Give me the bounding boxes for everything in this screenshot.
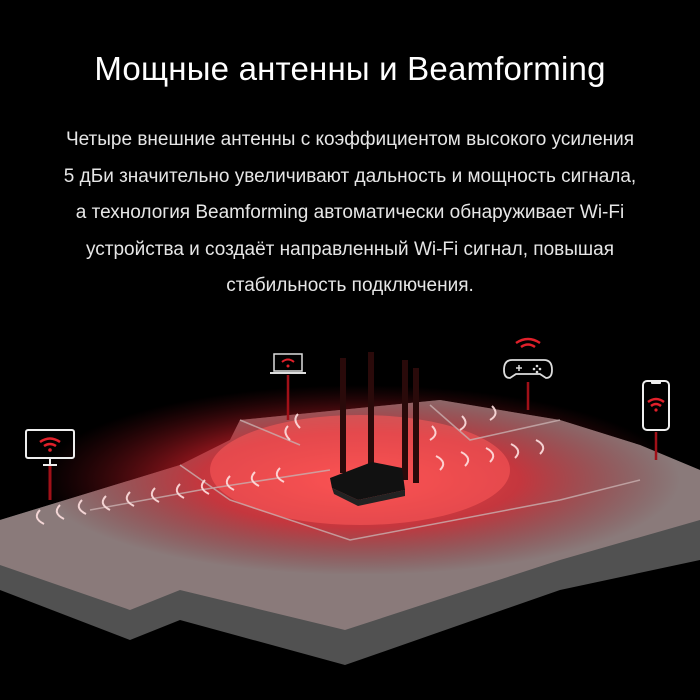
- description-line: а технология Beamforming автоматически о…: [75, 202, 625, 223]
- feature-description: Четыре внешние антенны с коэффициентом в…: [30, 122, 670, 305]
- description-line: устройства и создаёт направленный Wi-Fi …: [86, 238, 614, 260]
- smartphone-icon: [642, 380, 670, 460]
- router-icon: [330, 352, 419, 506]
- page-title: Мощные антенны и Beamforming: [94, 50, 606, 87]
- description-line: стабильность подключения.: [226, 275, 474, 296]
- house-coverage-illustration: [0, 330, 700, 700]
- floor-plan: [0, 385, 700, 665]
- gamepad-icon: [503, 337, 553, 410]
- description-line: Четыре внешние антенны с коэффициентом в…: [65, 129, 635, 150]
- monitor-icon: [25, 429, 75, 500]
- laptop-icon: [270, 353, 306, 420]
- description-line: 5 дБи значительно увеличивают дальность …: [63, 165, 637, 187]
